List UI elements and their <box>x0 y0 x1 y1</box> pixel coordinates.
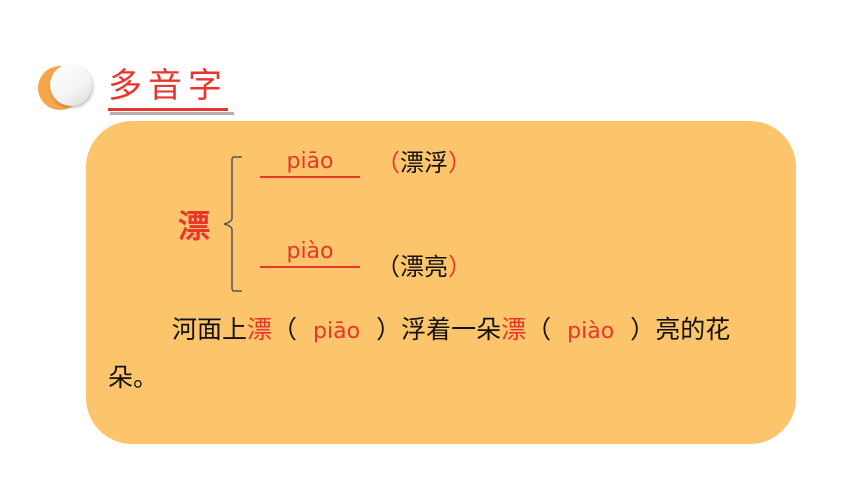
page-title: 多音字 <box>108 66 228 111</box>
reading-2-close-paren: ） <box>448 253 472 281</box>
content-card <box>86 121 796 444</box>
reading-2-open-paren: （ <box>376 253 400 281</box>
reading-1-close-paren: ） <box>448 149 472 177</box>
sentence-pinyin-2: piào <box>567 319 615 344</box>
title-underline-shadow <box>110 112 234 115</box>
sentence-open-2: （ <box>526 315 552 344</box>
sentence-part-3: 亮的花朵。 <box>108 315 731 392</box>
example-sentence: 河面上漂（piāo）浮着一朵漂（piào）亮的花朵。 <box>108 307 778 401</box>
sentence-char-1: 漂 <box>247 315 273 344</box>
reading-2-pinyin: piào <box>260 238 360 268</box>
sentence-part-1: 河面上 <box>172 315 248 344</box>
sentence-part-2: 浮着一朵 <box>401 315 502 344</box>
reading-1-word-text: 漂浮 <box>400 149 448 177</box>
sentence-pinyin-1: piāo <box>313 319 361 344</box>
sentence-char-2: 漂 <box>501 315 527 344</box>
polyphonic-character: 漂 <box>178 207 211 245</box>
reading-1-word: （漂浮） <box>376 148 472 178</box>
sentence-close-1: ） <box>376 315 402 344</box>
brace-icon <box>223 156 242 292</box>
reading-2-word: （漂亮） <box>376 252 472 282</box>
reading-2-word-text: 漂亮 <box>400 253 448 281</box>
reading-1-pinyin: piāo <box>260 148 360 178</box>
reading-1-open-paren: （ <box>376 149 400 177</box>
header-bullet-icon <box>38 64 92 110</box>
sentence-open-1: （ <box>272 315 298 344</box>
sentence-close-2: ） <box>630 315 656 344</box>
bullet-white-circle <box>50 64 92 106</box>
